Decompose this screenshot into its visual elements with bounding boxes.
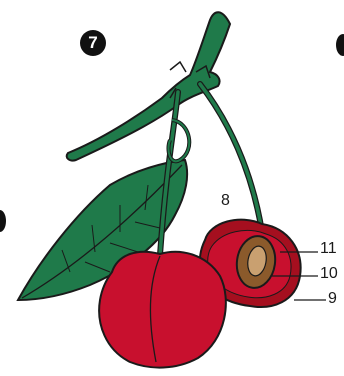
- step-number-badge: 7: [80, 30, 106, 56]
- cropped-badge-right: [336, 34, 344, 56]
- label-11: 11: [320, 240, 337, 258]
- label-9: 9: [328, 290, 337, 308]
- back-cherry-stem: [200, 84, 262, 232]
- label-10: 10: [320, 265, 338, 283]
- front-cherry-body: [99, 252, 226, 368]
- label-8: 8: [221, 192, 230, 210]
